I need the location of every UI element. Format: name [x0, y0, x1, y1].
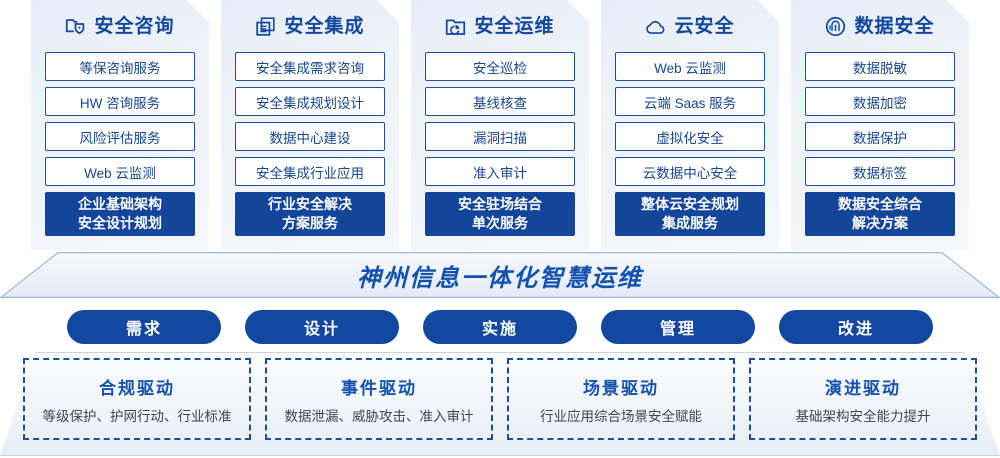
- card-item-list: Web 云监测 云端 Saas 服务 虚拟化安全 云数据中心安全 整体云安全规划…: [601, 52, 779, 236]
- card-item[interactable]: 漏洞扫描: [425, 122, 575, 151]
- card-item[interactable]: 安全集成需求咨询: [235, 52, 385, 81]
- card-highlight-line2: 单次服务: [472, 215, 528, 231]
- capability-card-security-consulting[interactable]: 安全咨询 等保咨询服务 HW 咨询服务 风险评估服务 Web 云监测 企业基础架…: [31, 0, 209, 250]
- capability-cards-row: 安全咨询 等保咨询服务 HW 咨询服务 风险评估服务 Web 云监测 企业基础架…: [0, 0, 1000, 255]
- card-title: 数据安全: [854, 15, 935, 37]
- capability-card-data-security[interactable]: 数据安全 数据脱敏 数据加密 数据保护 数据标签 数据安全综合 解决方案: [791, 0, 969, 250]
- stacked-windows-icon: [255, 16, 276, 37]
- card-title: 云安全: [674, 15, 735, 37]
- card-highlight-line2: 安全设计规划: [78, 215, 162, 231]
- card-item[interactable]: 云数据中心安全: [615, 157, 765, 186]
- phase-pill-improve[interactable]: 改进: [779, 310, 933, 344]
- driver-title: 事件驱动: [341, 378, 417, 398]
- card-item[interactable]: 数据脱敏: [805, 52, 955, 81]
- card-header: 数据安全: [791, 0, 969, 52]
- driver-card-scenario[interactable]: 场景驱动 行业应用综合场景安全赋能: [507, 358, 735, 440]
- card-title: 安全运维: [474, 15, 555, 37]
- driver-title: 演进驱动: [825, 378, 901, 398]
- card-item[interactable]: 基线核查: [425, 87, 575, 116]
- card-item[interactable]: HW 咨询服务: [45, 87, 195, 116]
- card-highlight-line2: 方案服务: [282, 215, 338, 231]
- card-header: 安全集成: [221, 0, 399, 52]
- card-item-list: 安全集成需求咨询 安全集成规划设计 数据中心建设 安全集成行业应用 行业安全解决…: [221, 52, 399, 236]
- card-highlight-line1: 数据安全综合: [838, 196, 922, 213]
- fingerprint-icon: [825, 16, 846, 37]
- drivers-row: 合规驱动 等级保护、护网行动、行业标准 事件驱动 数据泄漏、威胁攻击、准入审计 …: [0, 358, 1000, 450]
- card-header: 安全运维: [411, 0, 589, 52]
- card-item-list: 安全巡检 基线核查 漏洞扫描 准入审计 安全驻场结合 单次服务: [411, 52, 589, 236]
- card-highlight-line1: 行业安全解决: [268, 196, 352, 213]
- cloud-icon: [645, 16, 666, 37]
- card-title: 安全咨询: [94, 15, 175, 37]
- phase-pill-design[interactable]: 设计: [245, 310, 399, 344]
- card-item[interactable]: 安全集成规划设计: [235, 87, 385, 116]
- card-item[interactable]: 数据加密: [805, 87, 955, 116]
- card-highlight-line1: 整体云安全规划: [641, 196, 739, 213]
- card-item[interactable]: Web 云监测: [45, 157, 195, 186]
- card-header: 安全咨询: [31, 0, 209, 52]
- phase-pill-row: 需求 设计 实施 管理 改进: [0, 310, 1000, 344]
- card-title: 安全集成: [284, 15, 365, 37]
- driver-title: 合规驱动: [99, 378, 175, 398]
- capability-card-security-integration[interactable]: 安全集成 安全集成需求咨询 安全集成规划设计 数据中心建设 安全集成行业应用 行…: [221, 0, 399, 250]
- card-item[interactable]: 准入审计: [425, 157, 575, 186]
- capability-card-security-operations[interactable]: 安全运维 安全巡检 基线核查 漏洞扫描 准入审计 安全驻场结合 单次服务: [411, 0, 589, 250]
- card-item[interactable]: Web 云监测: [615, 52, 765, 81]
- driver-card-incident[interactable]: 事件驱动 数据泄漏、威胁攻击、准入审计: [265, 358, 493, 440]
- driver-card-compliance[interactable]: 合规驱动 等级保护、护网行动、行业标准: [23, 358, 251, 440]
- card-highlight-line2: 集成服务: [662, 215, 718, 231]
- card-highlight-line1: 企业基础架构: [78, 196, 162, 213]
- driver-title: 场景驱动: [583, 378, 659, 398]
- capability-card-cloud-security[interactable]: 云安全 Web 云监测 云端 Saas 服务 虚拟化安全 云数据中心安全 整体云…: [601, 0, 779, 250]
- driver-description: 行业应用综合场景安全赋能: [540, 408, 702, 424]
- phase-pill-demand[interactable]: 需求: [67, 310, 221, 344]
- card-item[interactable]: 数据保护: [805, 122, 955, 151]
- card-header: 云安全: [601, 0, 779, 52]
- card-highlight-item[interactable]: 安全驻场结合 单次服务: [425, 192, 575, 236]
- card-item-list: 等保咨询服务 HW 咨询服务 风险评估服务 Web 云监测 企业基础架构 安全设…: [31, 52, 209, 236]
- card-item[interactable]: 云端 Saas 服务: [615, 87, 765, 116]
- phase-pill-manage[interactable]: 管理: [601, 310, 755, 344]
- driver-description: 数据泄漏、威胁攻击、准入审计: [284, 408, 474, 424]
- card-highlight-line2: 解决方案: [852, 215, 908, 231]
- card-item[interactable]: 数据中心建设: [235, 122, 385, 151]
- folder-chart-icon: [445, 16, 466, 37]
- card-highlight-item[interactable]: 整体云安全规划 集成服务: [615, 192, 765, 236]
- driver-card-evolution[interactable]: 演进驱动 基础架构安全能力提升: [749, 358, 977, 440]
- card-item[interactable]: 等保咨询服务: [45, 52, 195, 81]
- card-item[interactable]: 安全集成行业应用: [235, 157, 385, 186]
- card-highlight-line1: 安全驻场结合: [458, 196, 542, 213]
- card-highlight-item[interactable]: 行业安全解决 方案服务: [235, 192, 385, 236]
- platform-banner-title: 神州信息一体化智慧运维: [357, 264, 643, 292]
- card-item[interactable]: 虚拟化安全: [615, 122, 765, 151]
- card-highlight-item[interactable]: 企业基础架构 安全设计规划: [45, 192, 195, 236]
- phase-pill-implement[interactable]: 实施: [423, 310, 577, 344]
- folder-shield-icon: [65, 16, 86, 37]
- card-item[interactable]: 安全巡检: [425, 52, 575, 81]
- driver-description: 基础架构安全能力提升: [795, 408, 931, 424]
- driver-description: 等级保护、护网行动、行业标准: [42, 408, 232, 424]
- card-item[interactable]: 风险评估服务: [45, 122, 195, 151]
- card-item[interactable]: 数据标签: [805, 157, 955, 186]
- card-item-list: 数据脱敏 数据加密 数据保护 数据标签 数据安全综合 解决方案: [791, 52, 969, 236]
- card-highlight-item[interactable]: 数据安全综合 解决方案: [805, 192, 955, 236]
